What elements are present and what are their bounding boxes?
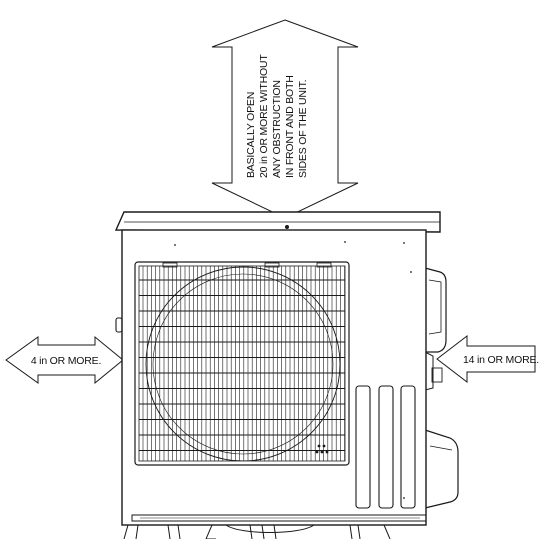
fan-grille xyxy=(134,261,350,466)
grille-bars xyxy=(139,266,345,461)
unit-base-rail xyxy=(131,514,427,522)
right-clearance-label: 14 in OR MORE. xyxy=(463,354,539,366)
top-label-line-5: SIDES OF THE UNIT. xyxy=(297,80,309,178)
right-clearance-arrow: 14 in OR MORE. xyxy=(436,334,539,384)
left-clearance-arrow: 4 in OR MORE. xyxy=(5,335,124,385)
outdoor-unit xyxy=(114,211,459,539)
left-clearance-label: 4 in OR MORE. xyxy=(31,355,101,367)
top-label-line-3: ANY OBSTRUCTION xyxy=(271,80,283,178)
side-vent-louvers xyxy=(355,385,416,509)
right-arrow-outline xyxy=(436,334,536,384)
top-label-line-2: 20 in OR MORE WITHOUT xyxy=(258,54,270,178)
top-label-line-1: BASICALLY OPEN xyxy=(245,92,257,178)
top-clearance-label: BASICALLY OPEN 20 in OR MORE WITHOUT ANY… xyxy=(245,54,309,178)
top-label-line-4: IN FRONT AND BOTH xyxy=(284,75,296,178)
top-clearance-arrow: BASICALLY OPEN 20 in OR MORE WITHOUT ANY… xyxy=(211,19,359,219)
unit-feet xyxy=(123,524,391,539)
unit-cabinet xyxy=(121,229,427,526)
service-valve-cover xyxy=(424,267,459,509)
